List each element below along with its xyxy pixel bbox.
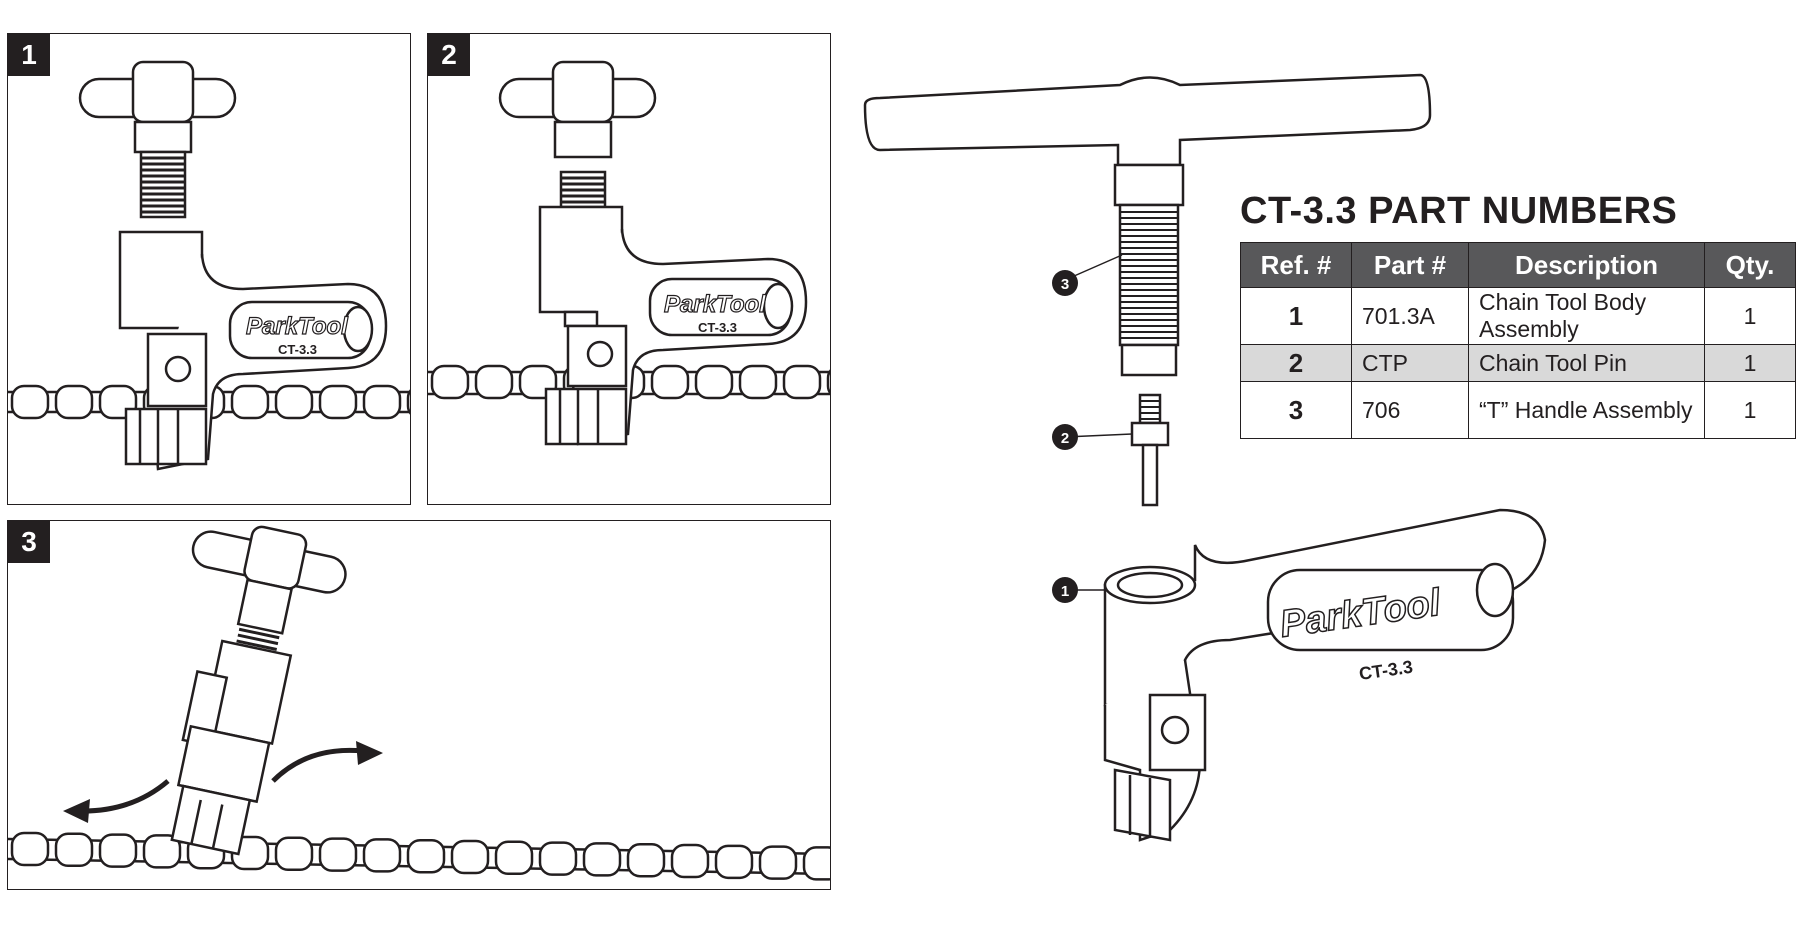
chain-link [650,364,690,400]
rotate-left-arrow-icon [63,779,170,823]
chain-link [10,384,50,420]
cell-part: 701.3A [1351,287,1469,345]
step-1-illustration: ParkTool CT-3.3 [8,60,410,471]
chain-link [406,389,410,415]
chain-tool-pin [1130,393,1170,507]
header-qty: Qty. [1704,242,1796,288]
chain-link [362,384,402,420]
chain-link [274,836,314,872]
chain-link [430,364,470,400]
header-part: Part # [1351,242,1469,288]
model-label: CT-3.3 [698,320,737,335]
table-header-row: Ref. # Part # Description Qty. [1240,242,1796,288]
chain-link [782,364,822,400]
brand-logo: ParkTool [664,291,767,318]
step-3-panel: 3 [7,520,831,890]
chain-link [318,837,358,872]
table-row: 3 706 “T” Handle Assembly 1 [1240,381,1796,439]
cell-qty: 1 [1704,381,1796,439]
brand-logo: ParkTool [246,313,349,340]
cell-part: CTP [1351,344,1469,382]
parts-table: Ref. # Part # Description Qty. 1 701.3A … [1240,242,1796,439]
step-3-illustration [8,525,830,881]
chain-link [142,834,182,869]
chain-link [450,839,490,875]
chain-link [98,833,138,868]
chain-link [758,845,798,880]
header-ref: Ref. # [1240,242,1352,288]
model-label: CT-3.3 [1358,657,1414,684]
chain-link [230,384,270,420]
chain [8,831,830,881]
svg-text:3: 3 [1061,276,1069,293]
svg-text:1: 1 [1061,583,1069,600]
parts-table-title: CT-3.3 PART NUMBERS [1240,190,1678,232]
step-number-badge: 3 [8,521,50,563]
cell-ref: 3 [1240,381,1352,439]
step-number-badge: 2 [428,34,470,76]
chain-link [10,831,50,867]
chain-link [826,369,830,395]
model-label: CT-3.3 [278,342,317,357]
chain-link [694,364,734,400]
step-2-illustration: ParkTool CT-3.3 [428,60,830,446]
callout-2: 2 [1052,424,1133,450]
chain-link [802,846,830,881]
cell-qty: 1 [1704,287,1796,345]
t-handle-assembly [863,73,1432,377]
exploded-parts-view: ParkTool CT-3.3 3 2 1 [863,73,1547,842]
chain-link [274,384,314,420]
cell-ref: 1 [1240,287,1352,345]
cell-qty: 1 [1704,344,1796,382]
chain-link [54,832,94,868]
chain-tool-body-assembly [1103,508,1547,842]
chain-link [714,844,754,880]
chain-link [494,840,534,876]
cell-description: Chain Tool Body Assembly [1468,287,1705,345]
cell-ref: 2 [1240,344,1352,382]
chain-link [318,384,358,420]
header-description: Description [1468,242,1705,288]
table-row: 1 701.3A Chain Tool Body Assembly 1 [1240,287,1796,345]
callout-3: 3 [1052,254,1123,296]
step-1-panel: ParkTool CT-3.3 1 [7,33,411,505]
cell-description: “T” Handle Assembly [1468,381,1705,439]
chain-link [362,838,402,873]
chain-link [406,838,446,874]
chain-link [582,842,622,877]
svg-text:2: 2 [1061,430,1069,447]
callout-1: 1 [1052,577,1105,603]
table-row: 2 CTP Chain Tool Pin 1 [1240,344,1796,382]
chain-link [626,842,666,878]
chain-link [738,364,778,400]
chain-link [670,843,710,879]
step-2-panel: ParkTool CT-3.3 2 [427,33,831,505]
chain-link [474,364,514,400]
rotate-right-arrow-icon [271,741,383,783]
cell-description: Chain Tool Pin [1468,344,1705,382]
cell-part: 706 [1351,381,1469,439]
step-number-badge: 1 [8,34,50,76]
chain-link [538,841,578,876]
chain-link [54,384,94,420]
